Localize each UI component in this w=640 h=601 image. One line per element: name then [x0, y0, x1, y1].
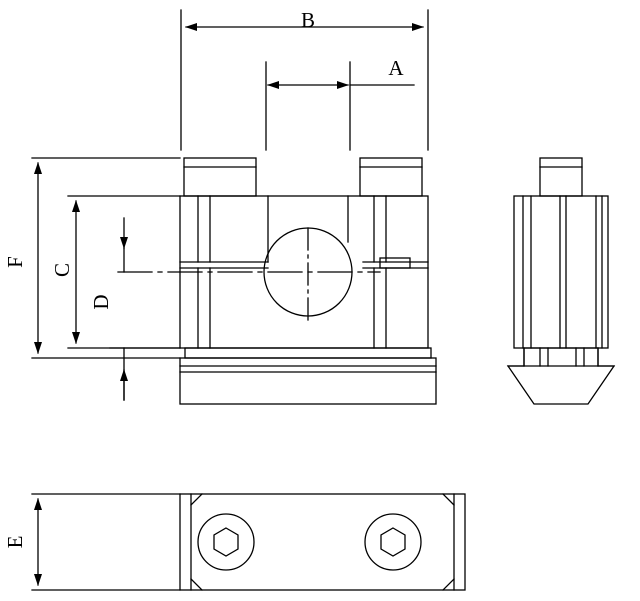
dimension-label-F: F: [3, 256, 27, 268]
dimension-label-B: B: [301, 8, 315, 32]
dimension-B: [180, 9, 429, 151]
dimension-F: [31, 157, 181, 359]
top-view: [179, 493, 466, 591]
bore-slot: [267, 195, 349, 263]
clamp-body: [179, 195, 429, 349]
tslot-nut: [506, 347, 616, 405]
dimension-D: [109, 217, 181, 401]
bolt-head-right: [359, 157, 423, 197]
socket-screw-right: [364, 513, 422, 571]
side-view: [506, 157, 616, 405]
dimension-E: [31, 493, 181, 591]
dimension-A: [265, 61, 415, 151]
base-plate: [179, 347, 437, 405]
dimension-label-D: D: [89, 294, 113, 309]
dimension-label-E: E: [3, 536, 27, 549]
bolt-head-left: [183, 157, 257, 197]
side-bolt-head: [539, 157, 583, 197]
socket-screw-left: [197, 513, 255, 571]
dimension-label-A: A: [388, 56, 404, 80]
dimension-label-C: C: [50, 263, 74, 277]
side-body: [513, 195, 609, 349]
front-view: [117, 157, 437, 405]
